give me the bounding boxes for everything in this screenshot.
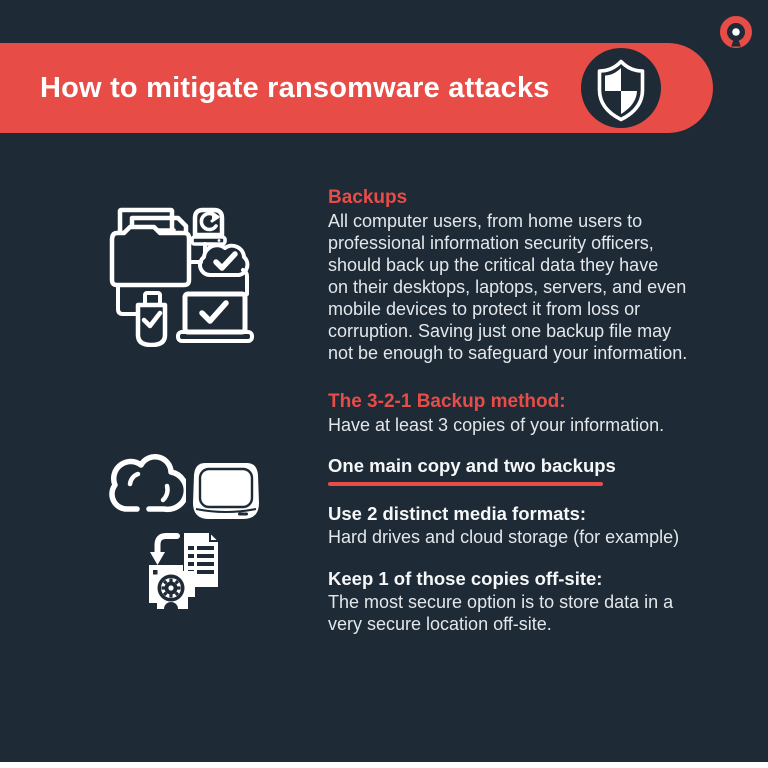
- header-band: How to mitigate ransomware attacks: [0, 43, 713, 133]
- ring-dot-logo-icon: [716, 13, 756, 53]
- red-underline: [328, 482, 603, 486]
- media-paragraph: Hard drives and cloud storage (for examp…: [328, 527, 680, 547]
- backups-heading: Backups: [328, 187, 408, 208]
- bottom-white-strip: [0, 762, 768, 768]
- hard-drive-icon: [193, 459, 259, 521]
- checkered-shield-icon: [581, 48, 661, 128]
- file-restore-icon: [143, 525, 223, 611]
- rule-label: One main copy and two backups: [328, 455, 616, 476]
- offsite-heading: Keep 1 of those copies off-site:: [328, 568, 603, 589]
- method-paragraph: Have at least 3 copies of your informati…: [328, 415, 665, 435]
- media-heading: Use 2 distinct media formats:: [328, 503, 587, 524]
- page-title: How to mitigate ransomware attacks: [40, 72, 550, 104]
- offsite-paragraph: The most secure option is to store data …: [328, 592, 674, 634]
- content-column: Backups All computer users, from home us…: [328, 186, 748, 635]
- backup-devices-illustration-icon: [104, 202, 254, 347]
- method-heading: The 3-2-1 Backup method:: [328, 391, 566, 412]
- backups-paragraph: All computer users, from home users to p…: [328, 211, 688, 363]
- cloud-icon: [100, 443, 186, 521]
